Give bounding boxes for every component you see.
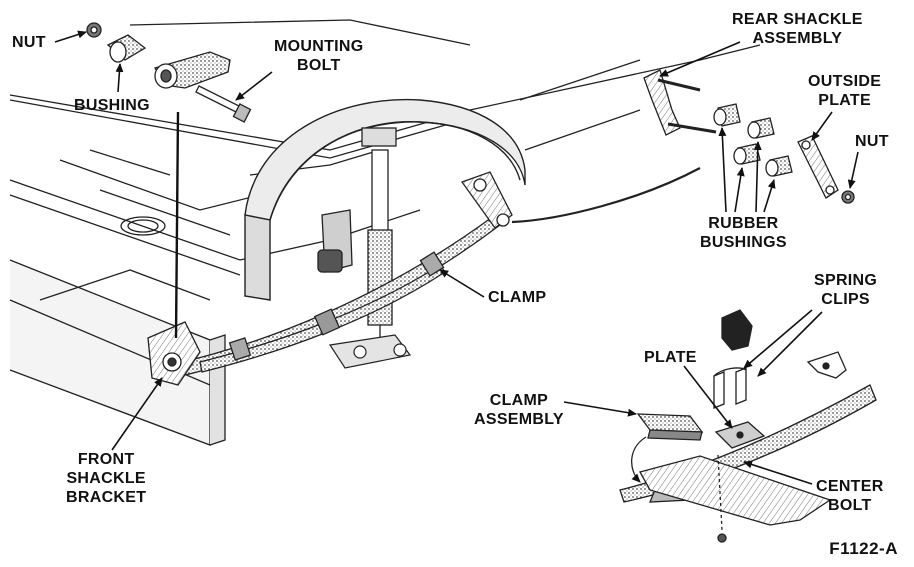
leader-bushing: [115, 63, 124, 93]
label-center-bolt: CENTER BOLT: [816, 477, 884, 515]
leader-front-shackle-bracket: [111, 377, 163, 451]
label-nut-left: NUT: [12, 34, 46, 51]
label-rubber-bushings-line1: RUBBER: [708, 215, 779, 232]
label-rear-shackle-assembly-line1: REAR SHACKLE: [732, 11, 863, 28]
leader-outside-plate: [811, 111, 833, 141]
front-shackle-bracket: [147, 321, 201, 386]
front-exploded-parts: [86, 22, 252, 123]
leader-nut-left: [54, 30, 87, 43]
shock-absorber: [361, 127, 397, 352]
leader-rubber-bushing-4: [763, 179, 776, 213]
leader-mounting-bolt: [235, 71, 273, 101]
label-clamp-assembly-line2: ASSEMBLY: [474, 411, 564, 428]
label-front-shackle-bracket: FRONT SHACKLE BRACKET: [66, 450, 146, 507]
leader-nut-right: [847, 151, 859, 189]
leader-rubber-bushing-1: [718, 127, 727, 213]
label-outside-plate-line1: OUTSIDE: [808, 73, 882, 90]
label-bushing: BUSHING: [74, 97, 150, 114]
leader-clamp-assembly: [563, 401, 637, 417]
rear-shackle-installed: [317, 171, 513, 273]
label-clamp-assembly-line1: CLAMP: [489, 392, 549, 409]
label-front-shackle-bracket-line3: BRACKET: [66, 489, 147, 506]
leader-bracket-vertical: [174, 111, 180, 339]
rear-shackle-exploded: [511, 69, 855, 224]
label-plate: PLATE: [644, 349, 697, 366]
label-mounting-bolt: MOUNTING BOLT: [274, 37, 364, 75]
label-front-shackle-bracket-line1: FRONT: [77, 451, 135, 468]
label-nut-right: NUT: [855, 133, 889, 150]
figure-id: F1122-A: [829, 539, 898, 558]
label-clamp-assembly: CLAMP ASSEMBLY: [474, 391, 564, 429]
label-rear-shackle-assembly-line2: ASSEMBLY: [752, 30, 843, 47]
leader-clamp: [439, 269, 485, 298]
leader-rear-shackle-assembly: [659, 41, 741, 77]
label-spring-clips-line2: CLIPS: [821, 291, 870, 308]
label-center-bolt-line2: BOLT: [828, 497, 872, 514]
leader-center-bolt: [743, 460, 813, 485]
leader-spring-clip-2: [757, 311, 823, 377]
label-mounting-bolt-line2: BOLT: [296, 57, 341, 74]
label-rubber-bushings: RUBBER BUSHINGS: [700, 214, 787, 252]
label-spring-clips: SPRING CLIPS: [814, 271, 877, 309]
callout-leaders: [54, 30, 859, 485]
leader-rubber-bushing-3: [753, 141, 762, 213]
label-front-shackle-bracket-line2: SHACKLE: [66, 470, 146, 487]
leader-rubber-bushing-2: [734, 167, 745, 213]
spring-seat-bracket: [328, 334, 412, 369]
label-outside-plate: OUTSIDE PLATE: [808, 72, 881, 110]
leader-spring-clip-1: [743, 309, 813, 369]
label-clamp: CLAMP: [488, 289, 547, 306]
leader-plate: [683, 365, 733, 429]
label-rubber-bushings-line2: BUSHINGS: [700, 234, 787, 251]
label-spring-clips-line1: SPRING: [814, 272, 878, 289]
label-mounting-bolt-line1: MOUNTING: [274, 38, 364, 55]
label-center-bolt-line1: CENTER: [816, 478, 884, 495]
label-rear-shackle-assembly: REAR SHACKLE ASSEMBLY: [732, 10, 863, 48]
center-bolt-exploded: [619, 309, 877, 543]
wheel-house: [244, 98, 526, 301]
label-outside-plate-line2: PLATE: [818, 92, 871, 109]
